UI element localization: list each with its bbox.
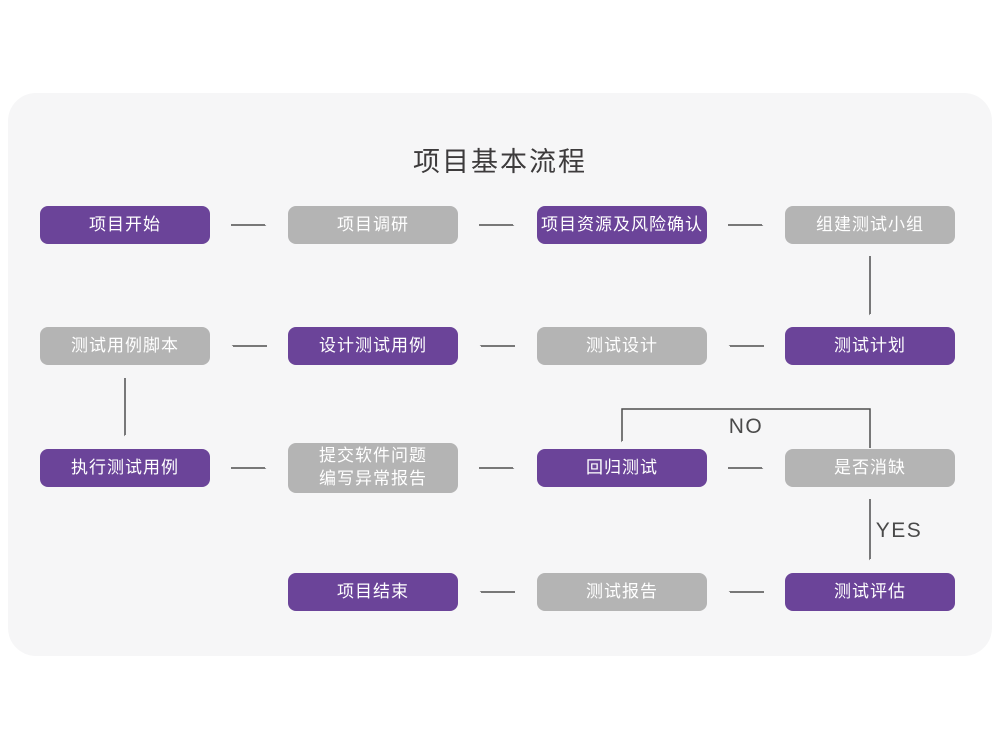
flow-node-submit-issue-report: 提交软件问题 编写异常报告 xyxy=(288,443,458,493)
flow-node-project-research: 项目调研 xyxy=(288,206,458,244)
flow-node-test-case-script: 测试用例脚本 xyxy=(40,327,210,365)
flow-node-regression-test: 回归测试 xyxy=(537,449,707,487)
branch-label-no: NO xyxy=(728,415,764,438)
flow-node-defect-cleared: 是否消缺 xyxy=(785,449,955,487)
branch-label-yes: YES xyxy=(875,519,923,542)
flow-node-resource-risk-confirm: 项目资源及风险确认 xyxy=(537,206,707,244)
flow-node-design-test-case: 设计测试用例 xyxy=(288,327,458,365)
page-title: 项目基本流程 xyxy=(413,147,587,177)
flow-node-project-start: 项目开始 xyxy=(40,206,210,244)
flow-node-test-report: 测试报告 xyxy=(537,573,707,611)
flow-node-test-evaluate: 测试评估 xyxy=(785,573,955,611)
flowchart-card xyxy=(8,93,992,656)
flow-node-test-design: 测试设计 xyxy=(537,327,707,365)
flow-node-project-end: 项目结束 xyxy=(288,573,458,611)
flow-node-test-plan: 测试计划 xyxy=(785,327,955,365)
flow-node-execute-test-case: 执行测试用例 xyxy=(40,449,210,487)
flow-node-build-test-team: 组建测试小组 xyxy=(785,206,955,244)
